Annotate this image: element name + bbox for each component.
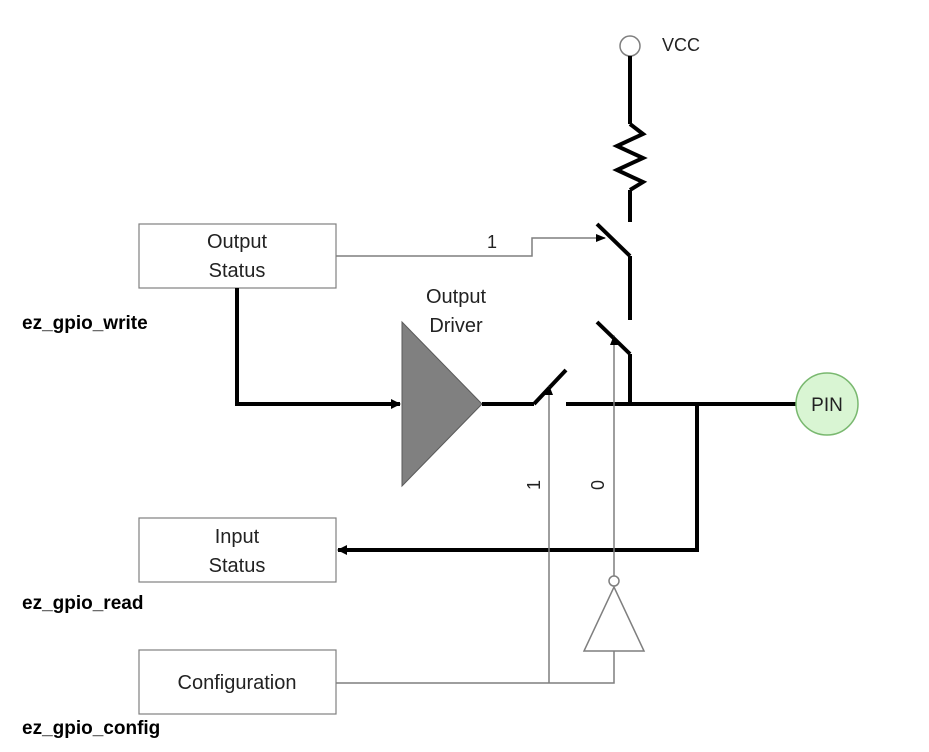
signal-low-vertical: 0	[588, 480, 608, 490]
read-data-line	[337, 404, 699, 555]
output-status-control-line	[336, 234, 606, 257]
fn-config-label: ez_gpio_config	[22, 718, 160, 739]
fn-write-label: ez_gpio_write	[22, 313, 148, 334]
input-status-label-line2: Status	[209, 555, 266, 577]
write-data-line	[235, 288, 401, 409]
output-driver-label-line1: Output	[426, 286, 486, 308]
fn-read-label: ez_gpio_read	[22, 593, 143, 614]
output-status-box	[138, 223, 337, 289]
driver-switch	[532, 368, 568, 406]
inverter-bubble	[608, 575, 620, 587]
output-driver-label-line2: Driver	[429, 315, 483, 337]
output-status-label-line1: Output	[207, 231, 267, 253]
output-status-label-line2: Status	[209, 260, 266, 282]
configuration-box	[138, 649, 337, 715]
signal-high-top: 1	[487, 232, 497, 252]
vcc-terminal	[619, 35, 641, 57]
pullup-resistor	[612, 122, 648, 192]
pullup-switch	[595, 222, 632, 258]
inverter-triangle	[582, 585, 646, 652]
configuration-label: Configuration	[178, 672, 297, 694]
signal-high-vertical: 1	[524, 480, 544, 490]
pin-terminal	[795, 372, 859, 436]
output-driver-triangle	[401, 320, 483, 488]
input-status-box	[138, 517, 337, 583]
pin-label: PIN	[811, 395, 843, 416]
config-control-line	[336, 651, 615, 684]
vcc-label: VCC	[662, 35, 700, 55]
input-status-label-line1: Input	[215, 526, 260, 548]
